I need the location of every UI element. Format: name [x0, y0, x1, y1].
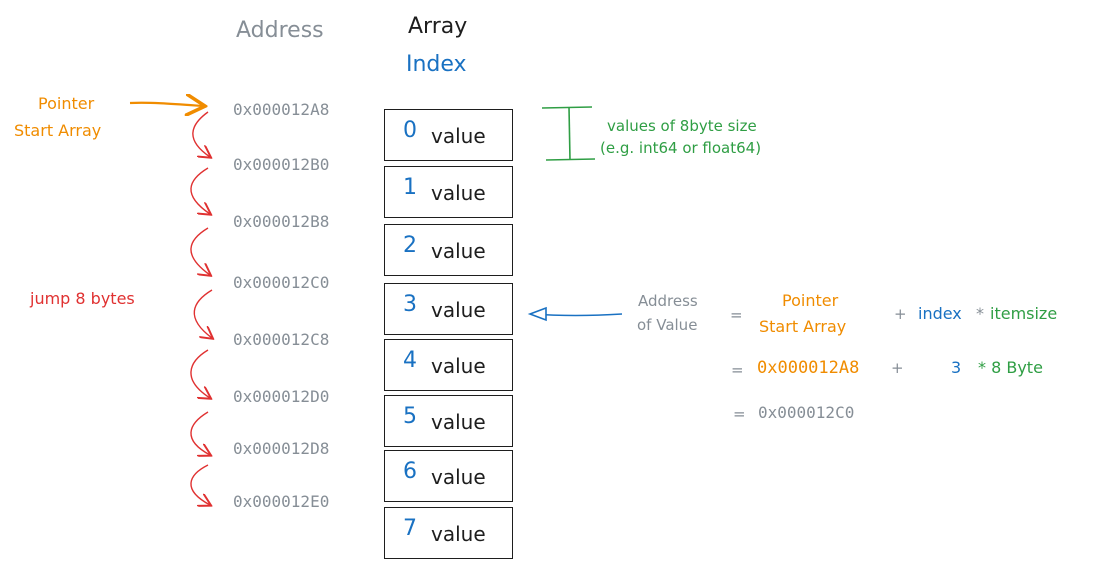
- address-7: 0x000012E0: [233, 492, 330, 511]
- size-bracket: [541, 106, 596, 161]
- array-cell-1: 1 value: [384, 166, 513, 218]
- cell-index: 6: [403, 459, 417, 484]
- jump-arrow-7: [190, 464, 210, 505]
- formula-index: index: [918, 304, 962, 323]
- pointer-label-line2: Start Array: [14, 121, 102, 140]
- array-cell-7: 7 value: [384, 507, 513, 559]
- jump-arrow-1: [192, 111, 210, 157]
- jump-arrow-4: [193, 289, 212, 338]
- address-2: 0x000012B8: [233, 212, 330, 231]
- cell-value: value: [431, 124, 486, 148]
- jump-arrow-2: [190, 167, 210, 214]
- address-4: 0x000012C8: [233, 330, 330, 349]
- formula-equals-2: =: [731, 361, 744, 379]
- array-cell-0: 0 value: [384, 109, 513, 161]
- array-cell-4: 4 value: [384, 339, 513, 391]
- formula-times: *: [976, 304, 984, 323]
- cell-value: value: [431, 465, 486, 489]
- formula-itemsize: itemsize: [990, 304, 1058, 323]
- cell-index: 1: [403, 175, 417, 200]
- jump-arrows: [190, 111, 212, 505]
- pointer-arrow: [129, 103, 203, 106]
- cell-value: value: [431, 181, 486, 205]
- array-header: Array: [408, 14, 468, 39]
- formula-item-size: * 8 Byte: [978, 358, 1043, 377]
- jump-arrow-6: [190, 411, 210, 455]
- cell-value: value: [431, 298, 486, 322]
- formula-pointer-line2: Start Array: [759, 317, 847, 336]
- address-0: 0x000012A8: [233, 100, 330, 119]
- address-arrow: [527, 306, 623, 322]
- cell-index: 3: [403, 292, 417, 317]
- formula-equals-3: =: [733, 405, 746, 423]
- cell-index: 2: [403, 233, 417, 258]
- jump-arrow-5: [190, 349, 210, 398]
- index-header: Index: [406, 52, 467, 77]
- cell-value: value: [431, 410, 486, 434]
- address-5: 0x000012D0: [233, 387, 330, 406]
- cell-value: value: [431, 239, 486, 263]
- formula-result-address: 0x000012C0: [758, 403, 855, 422]
- size-note-line2: (e.g. int64 or float64): [600, 139, 762, 157]
- array-cell-5: 5 value: [384, 395, 513, 447]
- cell-index: 0: [403, 118, 417, 143]
- formula-pointer-line1: Pointer: [782, 291, 839, 310]
- size-note-line1: values of 8byte size: [607, 117, 757, 135]
- cell-index: 4: [403, 348, 417, 373]
- cell-index: 5: [403, 404, 417, 429]
- jump-label: jump 8 bytes: [30, 289, 135, 308]
- array-cell-2: 2 value: [384, 224, 513, 276]
- address-1: 0x000012B0: [233, 155, 330, 174]
- array-cell-6: 6 value: [384, 450, 513, 502]
- formula-start-address: 0x000012A8: [757, 358, 860, 378]
- cell-index: 7: [403, 516, 417, 541]
- formula-equals-1: =: [730, 306, 743, 324]
- array-cell-3: 3 value: [384, 283, 513, 335]
- cell-value: value: [431, 354, 486, 378]
- formula-plus-2: +: [891, 359, 904, 377]
- address-header: Address: [236, 18, 324, 43]
- formula-lhs-line1: Address: [638, 292, 698, 310]
- address-6: 0x000012D8: [233, 439, 330, 458]
- pointer-label-line1: Pointer: [38, 94, 95, 113]
- formula-plus-1: +: [894, 305, 907, 323]
- jump-arrow-3: [190, 227, 210, 275]
- formula-lhs-line2: of Value: [637, 316, 698, 334]
- formula-index-value: 3: [951, 358, 962, 377]
- cell-value: value: [431, 522, 486, 546]
- address-3: 0x000012C0: [233, 273, 330, 292]
